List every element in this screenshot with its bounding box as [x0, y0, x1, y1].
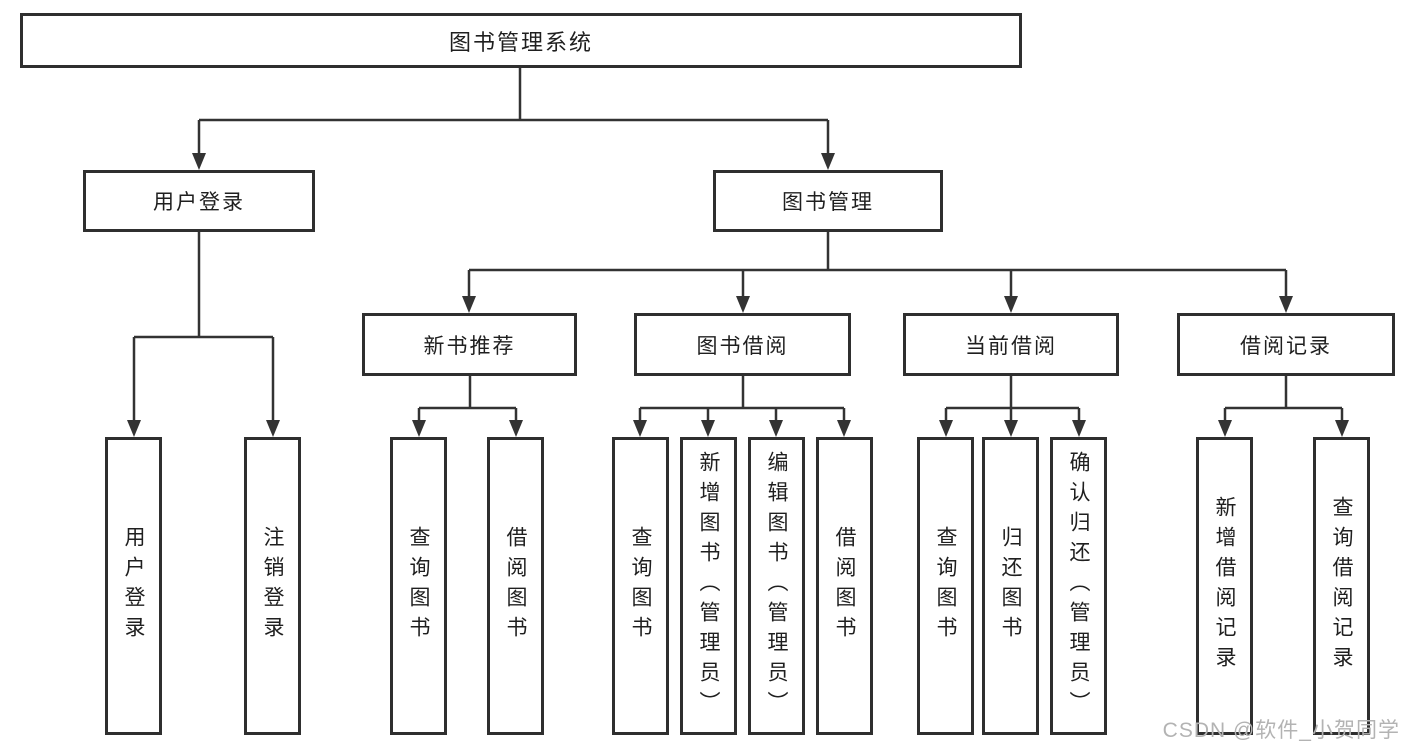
node-label: 新书推荐	[423, 334, 516, 358]
node-label: 查询图书	[407, 526, 430, 646]
node-label: 借阅图书	[504, 526, 527, 646]
leaf-borrow-books-recommend: 借阅图书	[487, 437, 544, 735]
node-user-login: 用户登录	[83, 170, 315, 232]
leaf-add-borrow-record: 新增借阅记录	[1196, 437, 1253, 735]
node-borrowing-records: 借阅记录	[1177, 313, 1395, 376]
leaf-query-books-current: 查询图书	[917, 437, 974, 735]
node-label: 查询图书	[934, 526, 957, 646]
node-label: 新增图书（管理员）	[697, 451, 720, 721]
leaf-edit-book-admin: 编辑图书（管理员）	[748, 437, 805, 735]
node-book-borrowing: 图书借阅	[634, 313, 851, 376]
leaf-borrow-books: 借阅图书	[816, 437, 873, 735]
node-book-management: 图书管理	[713, 170, 943, 232]
leaf-user-login: 用户登录	[105, 437, 162, 735]
node-label: 查询图书	[629, 526, 652, 646]
leaf-return-books: 归还图书	[982, 437, 1039, 735]
node-label: 图书借阅	[696, 334, 789, 358]
node-label: 编辑图书（管理员）	[765, 451, 788, 721]
leaf-logout: 注销登录	[244, 437, 301, 735]
node-label: 用户登录	[122, 526, 145, 646]
node-label: 当前借阅	[965, 334, 1057, 358]
node-library-system: 图书管理系统	[20, 13, 1022, 68]
node-label: 图书管理	[782, 191, 874, 214]
node-label: 用户登录	[153, 191, 245, 214]
node-label: 查询借阅记录	[1330, 496, 1353, 676]
node-label: 归还图书	[999, 526, 1022, 646]
node-new-book-recommendation: 新书推荐	[362, 313, 577, 376]
leaf-confirm-return-admin: 确认归还（管理员）	[1050, 437, 1107, 735]
leaf-query-borrow-record: 查询借阅记录	[1313, 437, 1370, 735]
node-label: 借阅图书	[833, 526, 856, 646]
leaf-add-book-admin: 新增图书（管理员）	[680, 437, 737, 735]
leaf-query-books-recommend: 查询图书	[390, 437, 447, 735]
node-label: 注销登录	[261, 526, 284, 646]
node-label: 图书管理系统	[448, 29, 593, 55]
node-label: 借阅记录	[1240, 334, 1332, 358]
node-label: 新增借阅记录	[1213, 496, 1236, 676]
node-label: 确认归还（管理员）	[1067, 451, 1090, 721]
leaf-query-books-borrow: 查询图书	[612, 437, 669, 735]
node-current-borrowing: 当前借阅	[903, 313, 1119, 376]
